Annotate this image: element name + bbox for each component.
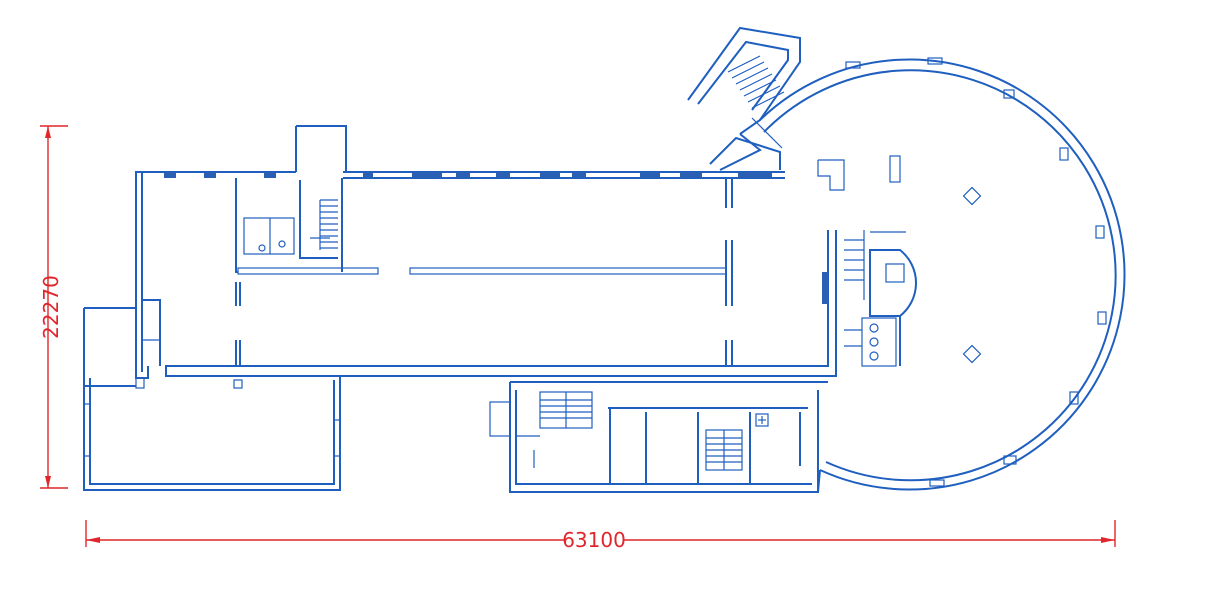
north-stair-tower: [687, 26, 801, 171]
service-core-left: [235, 125, 347, 273]
rotunda-hall: [759, 57, 1126, 493]
lower-right-annex: [489, 381, 828, 493]
width-dimension-label: 63100: [562, 528, 626, 552]
horizontal-dimension: 63100: [85, 520, 1116, 552]
height-dimension-label: 22270: [39, 275, 63, 339]
lower-left-annex: [83, 307, 341, 491]
vertical-dimension: 22270: [39, 125, 68, 489]
main-hall-block: [135, 171, 837, 379]
